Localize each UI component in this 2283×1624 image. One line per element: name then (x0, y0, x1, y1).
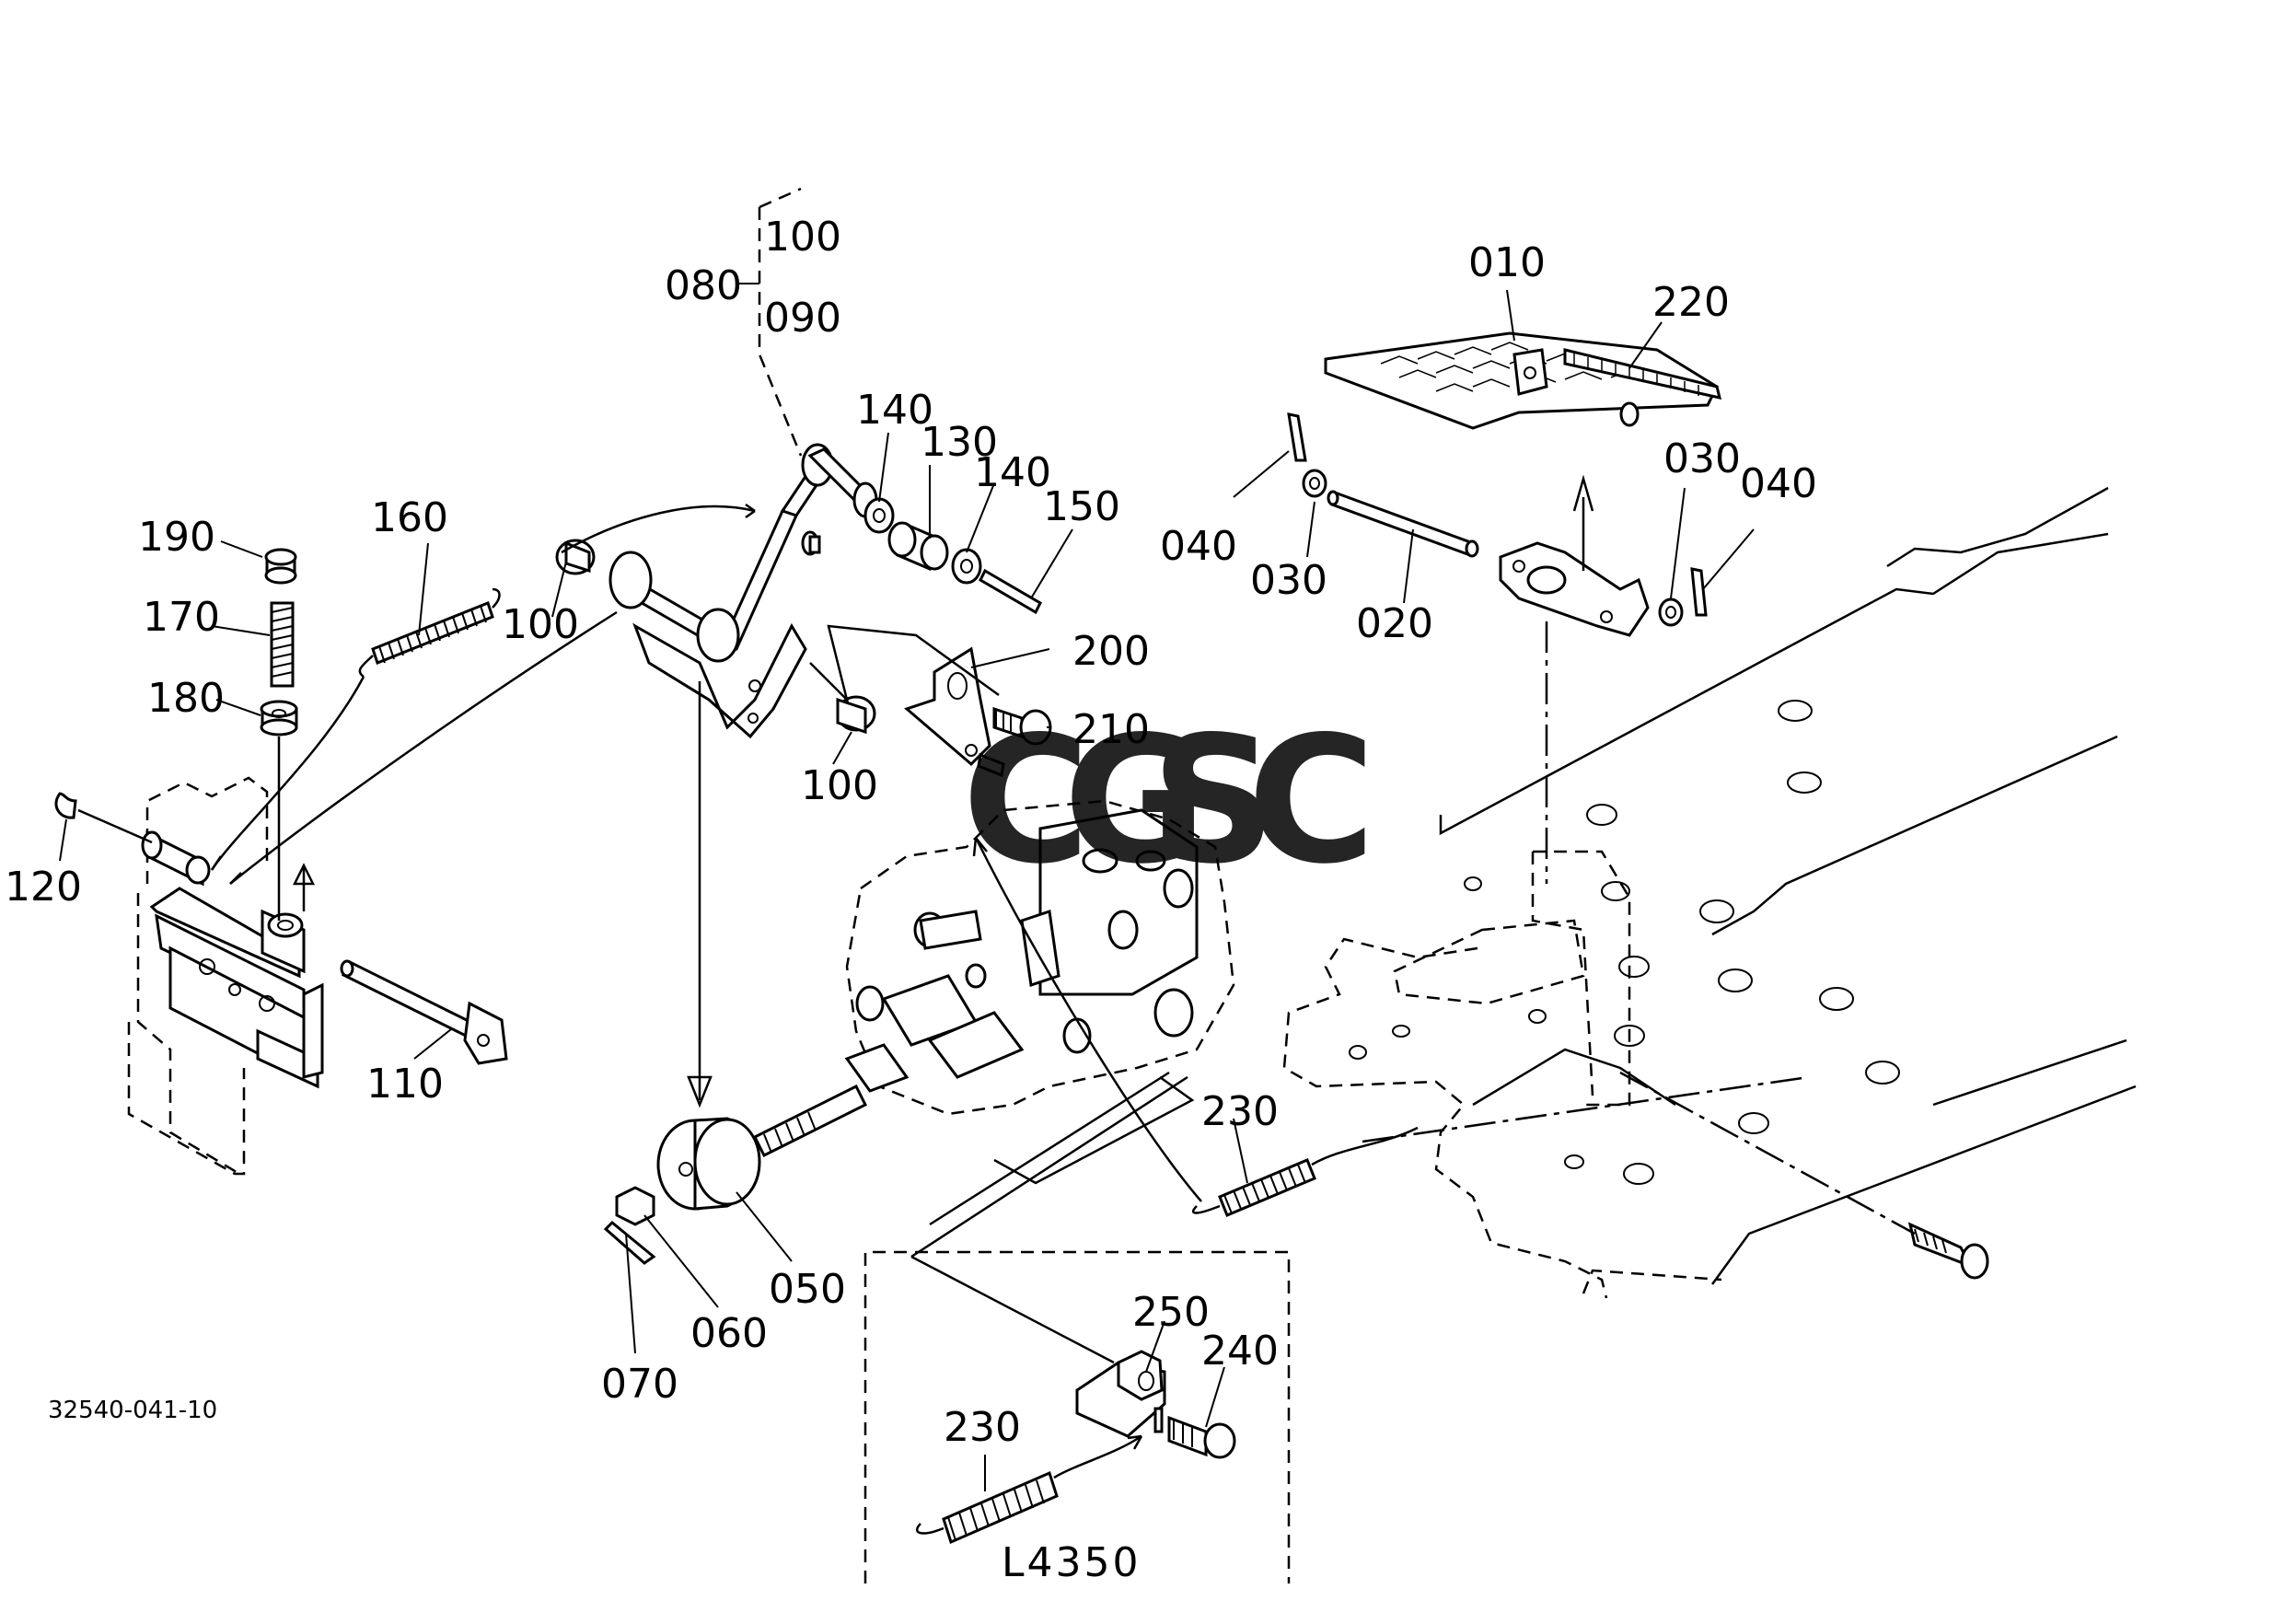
label-010: 010 (1468, 239, 1546, 286)
center-lines (1362, 621, 1916, 1235)
label-030-b: 030 (1663, 435, 1741, 482)
label-140-b: 140 (974, 449, 1051, 496)
pin-110 (54, 792, 508, 1065)
label-030-a: 030 (1250, 557, 1327, 604)
left-bracket (127, 776, 324, 1176)
label-130: 130 (921, 419, 998, 466)
label-050: 050 (769, 1266, 846, 1313)
inset-l4350 (863, 1075, 1291, 1583)
spring-160 (210, 503, 756, 885)
label-210: 210 (1072, 706, 1150, 753)
label-200: 200 (1072, 628, 1150, 675)
drawing-code: 32540-041-10 (48, 1397, 217, 1424)
label-220: 220 (1652, 279, 1730, 326)
label-020: 020 (1356, 600, 1433, 647)
spring-230-main (972, 837, 1419, 1217)
pedal-010 (1324, 331, 1722, 430)
inset-model-label: L4350 (1002, 1539, 1142, 1586)
label-100-low: 100 (801, 762, 878, 809)
label-120: 120 (5, 864, 82, 911)
label-170: 170 (143, 594, 220, 641)
label-250: 250 (1132, 1289, 1210, 1336)
label-160: 160 (371, 494, 448, 541)
label-060: 060 (690, 1310, 768, 1357)
injection-pump (844, 799, 1235, 1226)
label-040-a: 040 (1160, 523, 1237, 570)
watermark-letter-s: S (1151, 699, 1277, 902)
label-100-top: 100 (764, 214, 841, 261)
label-090: 090 (764, 295, 841, 342)
label-240: 240 (1201, 1328, 1279, 1375)
label-230-b: 230 (944, 1404, 1021, 1451)
label-230-a: 230 (1201, 1088, 1279, 1135)
bushings (863, 497, 1042, 615)
label-110: 110 (366, 1061, 444, 1108)
frame-plate (1282, 486, 2137, 1299)
label-190: 190 (138, 514, 215, 561)
part-labels: 010 220 100 080 090 140 130 140 150 040 … (5, 214, 1817, 1586)
watermark-letter-c2: C (1247, 699, 1375, 902)
adjust-stud (260, 548, 298, 921)
pedal-pivot (1287, 412, 1708, 637)
bracket-200 (904, 646, 1052, 778)
shaft-pulley (603, 681, 868, 1265)
label-070: 070 (601, 1361, 678, 1408)
leader-lines (59, 187, 1755, 1491)
watermark: C G S C (962, 699, 1375, 902)
watermark-letter-g: G (1063, 699, 1207, 902)
label-040-b: 040 (1740, 460, 1817, 507)
label-180: 180 (147, 675, 225, 722)
label-080: 080 (665, 262, 742, 309)
label-150: 150 (1043, 483, 1120, 530)
label-100-mid: 100 (502, 601, 579, 648)
label-140-a: 140 (856, 387, 933, 434)
lever-assembly (555, 443, 878, 739)
watermark-letter-c1: C (962, 699, 1090, 902)
